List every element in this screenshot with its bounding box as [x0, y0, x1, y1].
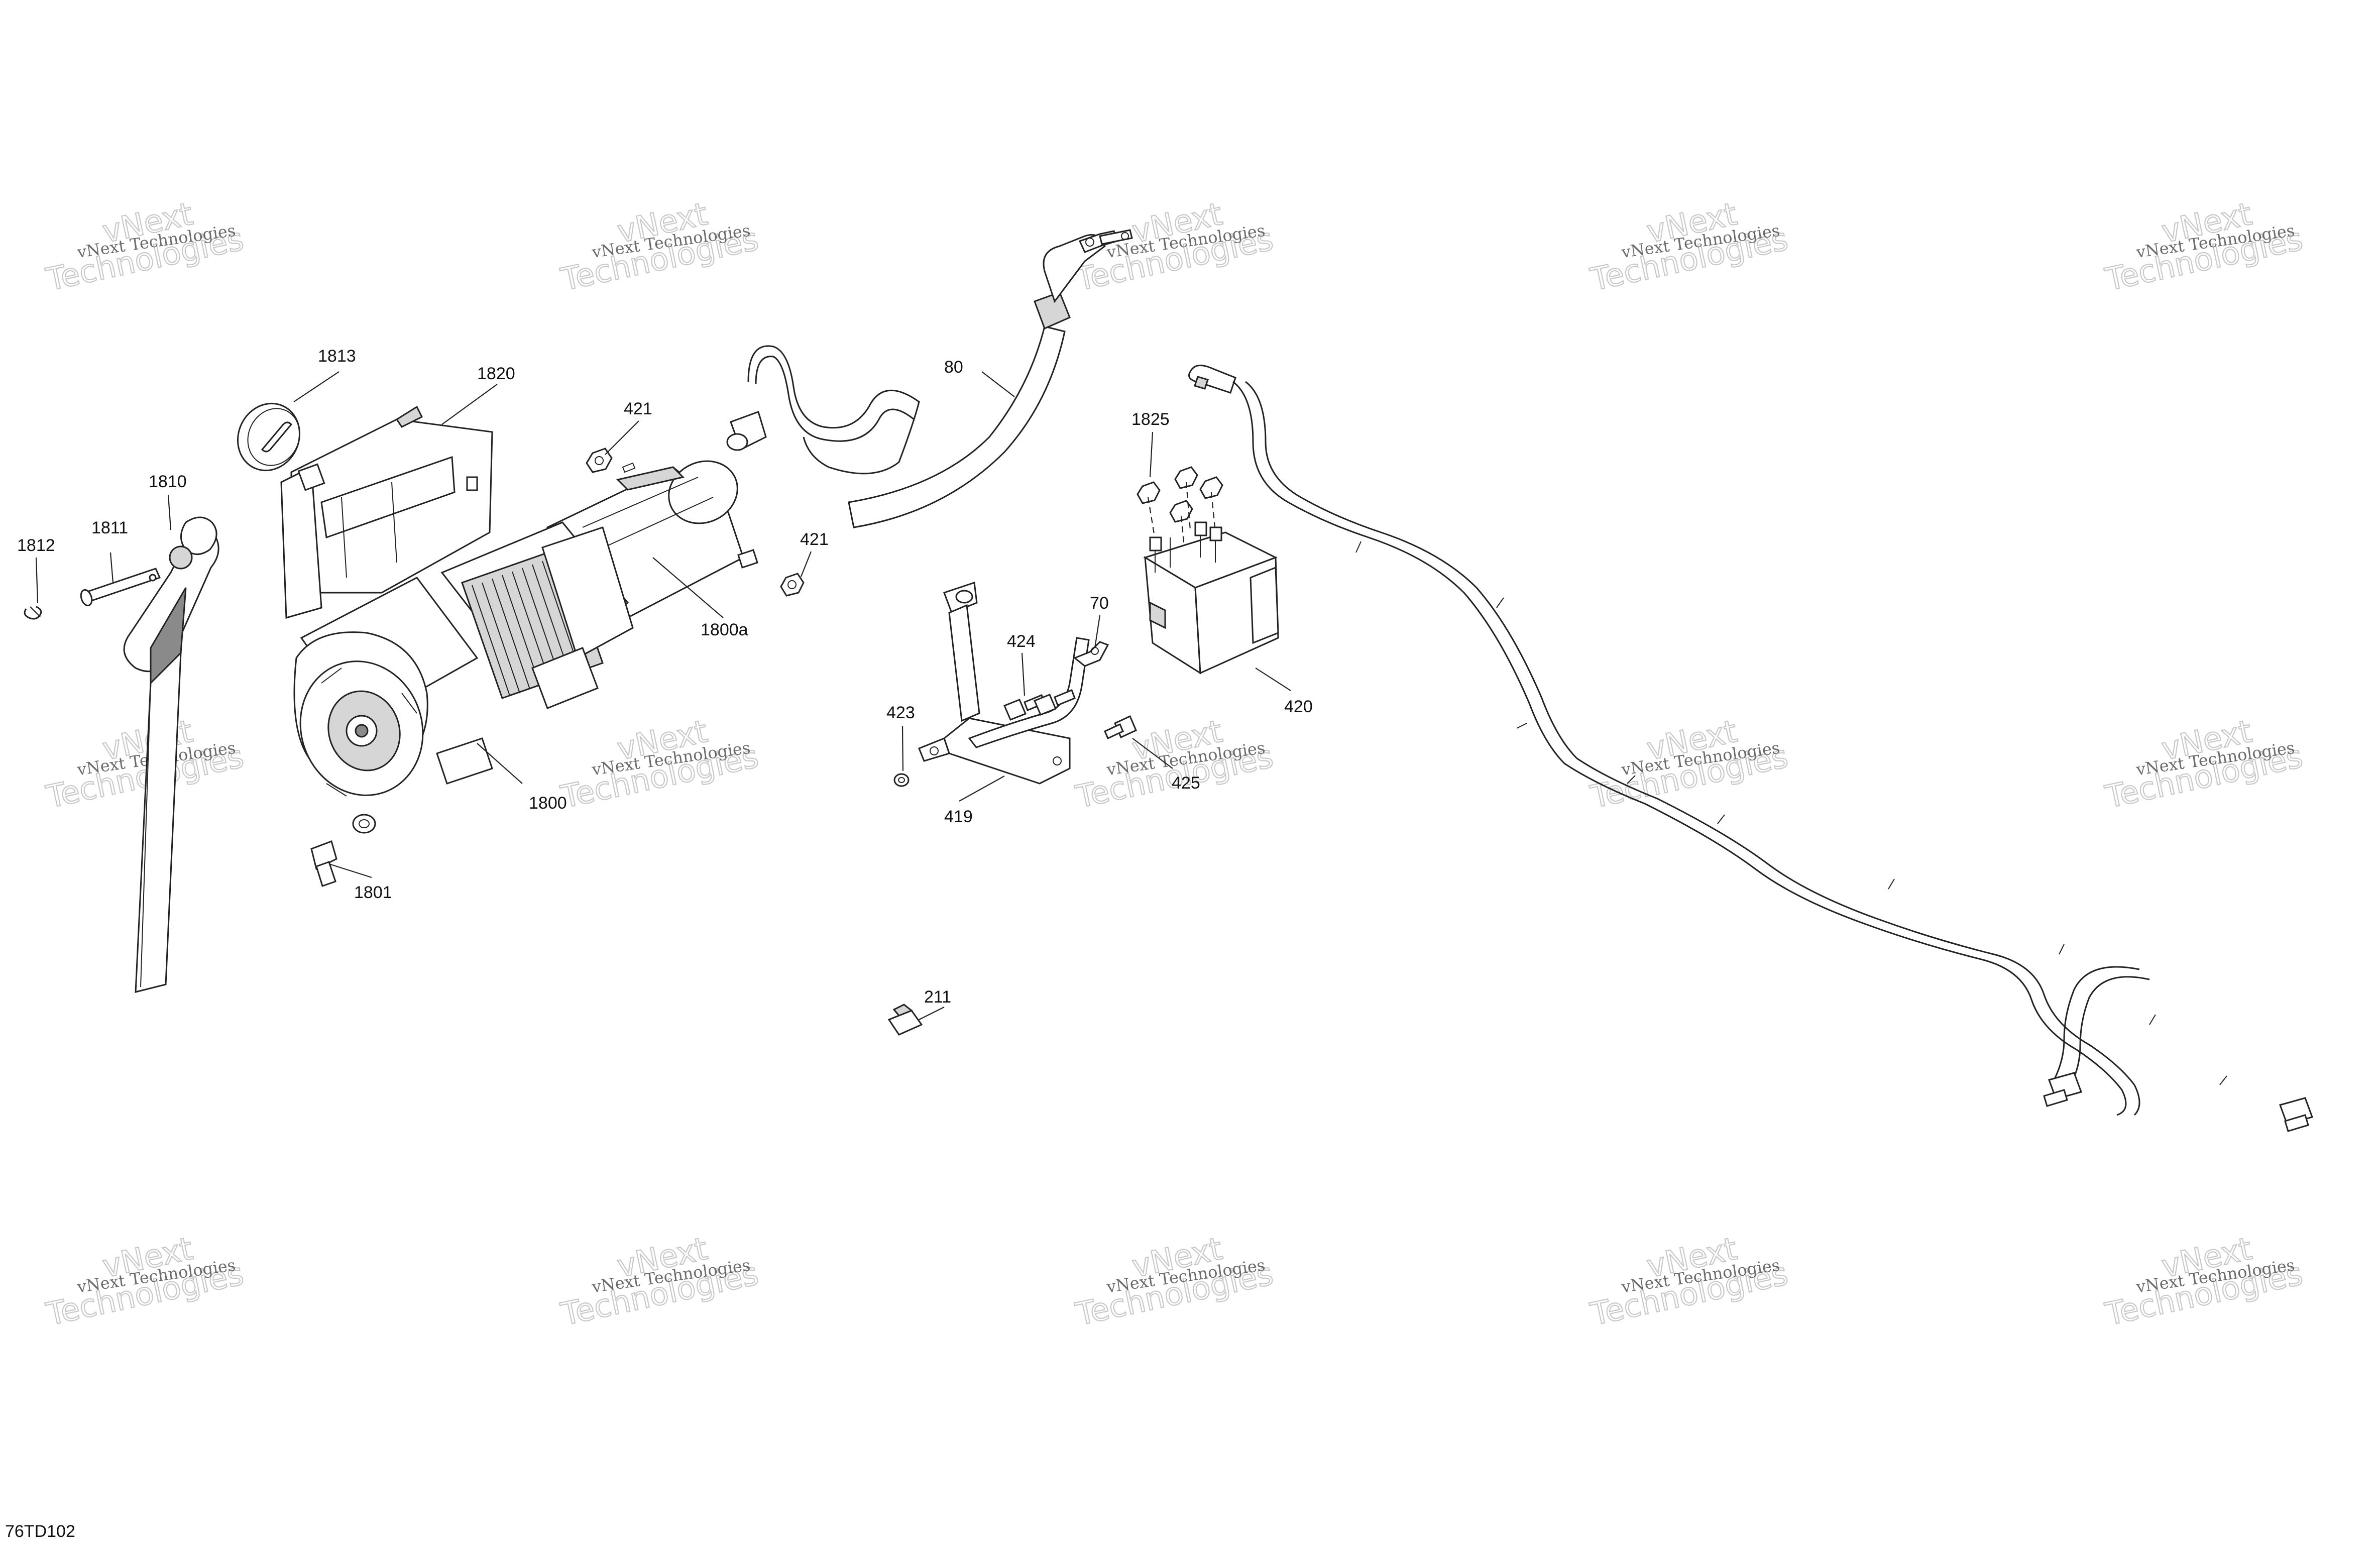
part-1813-grommet	[237, 402, 301, 472]
callout-70: 70	[1090, 594, 1109, 613]
part-1811-pin	[80, 568, 161, 607]
callout-1801: 1801	[354, 883, 392, 902]
part-1810-fairlead-arm	[123, 516, 219, 993]
callout-1800: 1800	[529, 794, 567, 813]
part-80-cable	[726, 229, 1133, 528]
callout-419: 419	[944, 807, 973, 826]
part-425-bolt	[1104, 715, 1137, 740]
callout-420: 420	[1284, 697, 1313, 716]
callout-423: 423	[886, 703, 915, 722]
callout-1810: 1810	[149, 472, 187, 491]
callout-1811: 1811	[91, 518, 128, 537]
main-wiring-harness	[1188, 365, 2313, 1132]
leader-lines	[35, 371, 1291, 1020]
part-211-clip	[887, 1004, 923, 1036]
callout-labels: 1813 1820 1810 1811 1812 421 421 1800a 1…	[17, 347, 1313, 1007]
callout-1800a: 1800a	[701, 620, 748, 639]
callout-1813: 1813	[318, 347, 356, 366]
part-1825-nuts	[1137, 466, 1223, 548]
part-424-bolts	[1003, 689, 1076, 721]
part-1800-winch-assembly	[293, 521, 634, 797]
diagram-code: 76TD102	[5, 1522, 75, 1541]
part-1820-winch-bracket	[280, 405, 493, 619]
callout-1812: 1812	[17, 536, 55, 555]
part-423-washer	[893, 773, 910, 787]
part-70-cable	[968, 637, 1109, 748]
part-421-nut-lower	[780, 573, 805, 597]
callout-421-upper: 421	[624, 399, 652, 418]
part-1812-clip	[24, 606, 42, 620]
callout-80: 80	[944, 358, 963, 377]
part-1801-bolt-washer	[310, 814, 376, 887]
gear-housing	[293, 577, 479, 797]
callout-1820: 1820	[477, 364, 515, 383]
part-420-contactor	[1143, 521, 1279, 675]
callout-421-lower: 421	[800, 530, 829, 549]
callout-211: 211	[924, 987, 951, 1007]
callout-424: 424	[1007, 632, 1036, 651]
part-421-nut-upper	[586, 448, 636, 473]
callout-1825: 1825	[1131, 410, 1170, 429]
callout-425: 425	[1172, 774, 1200, 793]
part-419-bracket	[918, 581, 1071, 785]
